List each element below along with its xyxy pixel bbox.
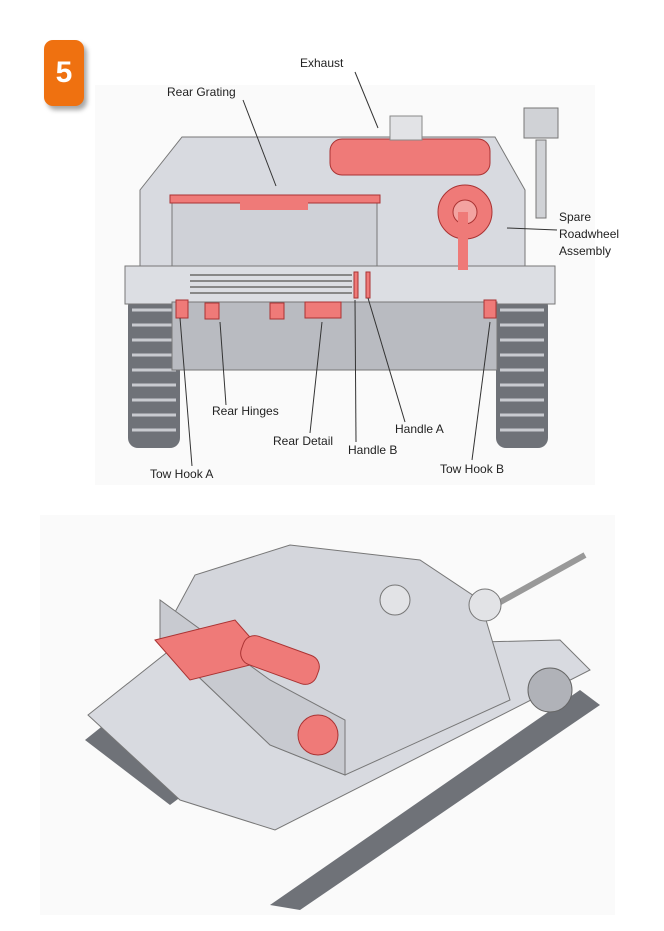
callout-handle-b: Handle B — [348, 443, 398, 457]
grating-bracket — [240, 200, 308, 210]
iso-mantlet — [468, 588, 502, 622]
callout-rear-detail: Rear Detail — [273, 434, 334, 448]
callout-spare-roadwheel-line2: Roadwheel — [559, 227, 620, 241]
callout-rear-hinges: Rear Hinges — [212, 404, 279, 418]
step-number-badge: 5 — [44, 40, 84, 106]
callout-handle-a: Handle A — [395, 422, 444, 436]
callout-rear-grating: Rear Grating — [167, 85, 236, 99]
right-track — [496, 296, 548, 448]
callout-spare-roadwheel-line3: Assembly — [559, 244, 612, 258]
spare-roadwheel-part — [437, 184, 493, 270]
exhaust-part — [329, 115, 491, 176]
grille — [190, 274, 352, 294]
iso-tank-drawing — [85, 544, 600, 910]
rear-hinges-parts — [175, 271, 497, 320]
iso-right-track — [270, 690, 600, 910]
callout-exhaust: Exhaust — [300, 56, 344, 70]
callout-tow-hook-a: Tow Hook A — [150, 467, 214, 481]
iso-spare-wheel — [297, 714, 339, 756]
antenna-mount — [523, 107, 559, 219]
fender-line — [124, 265, 556, 305]
left-track — [128, 296, 180, 448]
iso-hatch — [379, 584, 411, 616]
callout-tow-hook-b: Tow Hook B — [440, 462, 505, 476]
callout-spare-roadwheel-line1: Spare — [559, 210, 592, 224]
iso-exhaust — [240, 635, 320, 685]
iso-roadwheel — [527, 667, 573, 713]
iso-gun — [493, 552, 587, 608]
